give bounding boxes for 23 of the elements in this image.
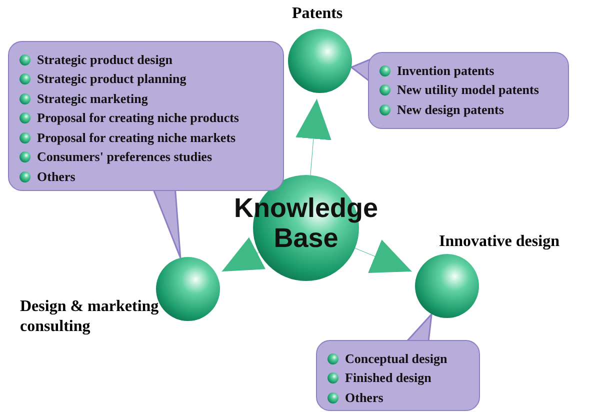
list-item: Proposal for creating niche markets	[37, 130, 236, 146]
list-item: Strategic product planning	[37, 71, 186, 88]
arrow	[354, 240, 412, 273]
arrow	[222, 237, 266, 272]
node-label: Patents	[292, 4, 344, 24]
list-item: Invention patents	[397, 62, 494, 79]
list-item: Others	[37, 168, 76, 185]
list-item: New utility model patents	[397, 82, 539, 98]
callout-bubble	[316, 340, 480, 411]
list-item: Finished design	[345, 370, 432, 386]
list-item: Others	[345, 390, 384, 406]
list-item: Strategic marketing	[37, 90, 148, 107]
list-item: Strategic product design	[37, 52, 173, 68]
callout-bubble	[8, 41, 284, 191]
list-item: Conceptual design	[345, 350, 448, 367]
callout-bubble	[368, 52, 569, 129]
node-label: Design & marketing consulting	[20, 297, 160, 337]
node-label: Innovative design	[439, 232, 560, 252]
list-item: Consumers' preferences studies	[37, 149, 212, 166]
arrow	[296, 98, 332, 176]
list-item: New design patents	[397, 102, 504, 118]
callout-tail	[152, 188, 182, 259]
list-item: Proposal for creating niche products	[37, 110, 239, 126]
